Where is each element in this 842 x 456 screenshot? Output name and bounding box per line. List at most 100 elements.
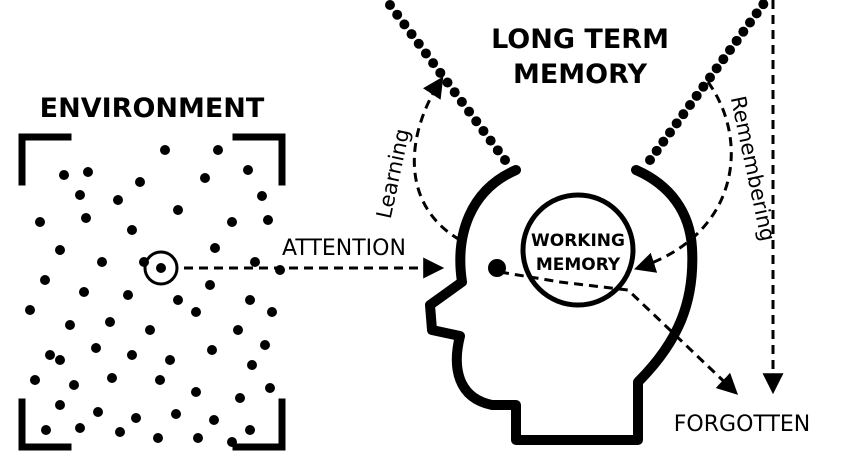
frame-corner-bottom-left [18,398,72,451]
dot [651,145,662,156]
dot [471,116,482,127]
dot [191,387,201,397]
dot [449,87,460,98]
dot [127,225,137,235]
dot [428,58,439,69]
dot [243,165,253,175]
environment-stimuli [25,145,285,447]
dot [718,54,729,65]
dot [35,217,45,227]
dot [209,415,219,425]
dot [30,375,40,385]
dot [233,325,243,335]
dot [420,48,431,59]
dot [127,350,137,360]
dot [725,45,735,55]
long-term-memory-cone [385,0,769,165]
dot [91,343,101,353]
dot [456,96,467,107]
focus-dot [488,259,506,277]
dot [131,413,141,423]
dot [59,170,69,180]
learning-label: Learning [372,126,414,220]
dot [731,35,742,46]
dot [55,400,65,410]
dot [55,355,65,365]
dot [191,307,201,317]
dot [406,29,417,40]
dot [435,67,446,78]
working-memory-circle [520,192,636,308]
dot [442,77,453,88]
dot [500,155,510,165]
dot [69,380,79,390]
dot [83,167,93,177]
dot [413,38,424,49]
dot [81,213,91,223]
dot [205,280,215,290]
dot [107,373,117,383]
dot [678,109,689,120]
dot [464,106,475,117]
frame-corner-top-left [18,133,72,186]
dot [685,100,695,110]
dot [75,423,85,433]
dot [245,295,255,305]
dot [257,191,267,201]
dot [160,145,170,155]
dot [25,305,35,315]
dot [478,125,489,136]
dot [691,90,702,101]
dot [115,427,125,437]
dot [267,307,277,317]
dot [123,290,133,300]
dot [40,275,50,285]
dot [250,257,260,267]
dot [227,437,237,447]
dot [113,195,123,205]
working-memory-label-line1: WORKING [531,231,625,251]
environment-frame [18,133,286,451]
dot [105,317,115,327]
dot [738,26,749,37]
learning-arrow [412,76,461,242]
dot [485,135,496,146]
dot [399,19,410,30]
dot [245,425,255,435]
dot [705,72,715,83]
dot [65,320,75,330]
attended-stimulus [143,250,179,286]
dot [265,383,275,393]
attention-label: ATTENTION [282,236,406,261]
dot [492,145,503,156]
dot [45,350,55,360]
dot [41,425,51,435]
frame-corner-top-right [232,133,286,186]
environment-label: ENVIRONMENT [40,93,265,124]
dot [698,81,709,92]
dot [645,155,655,165]
dot [758,0,769,10]
remembering-arrow [634,81,733,273]
working-memory-label-line2: MEMORY [536,255,621,275]
dot [235,393,245,403]
dot [751,8,762,19]
dot [260,340,270,350]
dot [207,345,217,355]
dot [671,118,682,129]
dot [711,63,722,74]
head-silhouette [425,165,698,445]
dot [213,145,223,155]
forgetting-arrow [499,270,739,395]
dot [173,295,183,305]
long-term-memory-label-line1: LONG TERM [491,24,669,55]
dot [153,433,163,443]
dot [145,325,155,335]
dot [55,245,65,255]
dot [210,243,220,253]
dot [745,17,755,28]
dot [155,375,165,385]
dot [392,9,403,20]
dot [79,287,89,297]
